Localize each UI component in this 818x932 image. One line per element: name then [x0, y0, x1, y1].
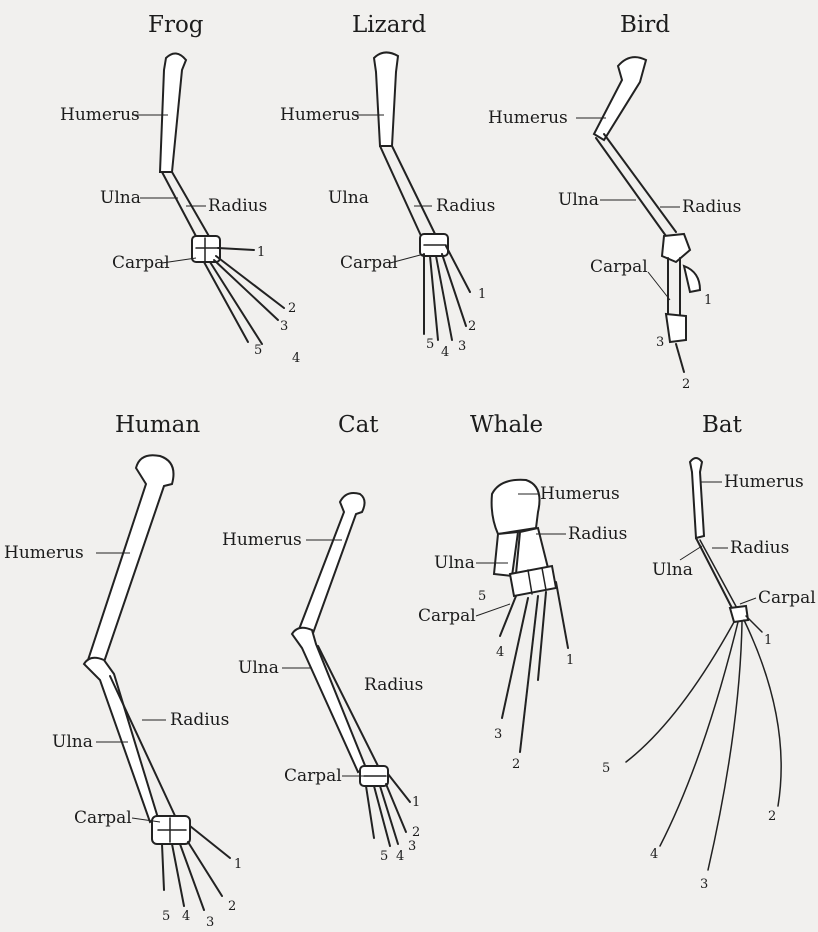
lizard-digits: [424, 246, 470, 340]
lizard-digit-4-label: 4: [441, 345, 449, 360]
bat-digits: [626, 616, 781, 870]
cat-digit-3-label: 3: [408, 839, 416, 854]
frog-humerus-bone: [160, 53, 186, 172]
frog-title: Frog: [148, 12, 204, 38]
bird-radioulna-bone: [596, 134, 676, 236]
cat-radius-label: Radius: [364, 675, 423, 695]
cat-digit-1-label: 1: [412, 795, 420, 810]
human-carpal-label: Carpal: [74, 808, 132, 828]
lizard-humerus-label: Humerus: [280, 105, 360, 125]
bird-ulna-label: Ulna: [558, 190, 599, 210]
cat-panel: Cat Humerus Ulna Radius Carpal 1 2 3 4: [222, 412, 423, 864]
lizard-title: Lizard: [352, 12, 426, 38]
bird-digit-3-label: 3: [656, 335, 664, 350]
cat-title: Cat: [338, 412, 379, 438]
human-radius-label: Radius: [170, 710, 229, 730]
cat-ulna-label: Ulna: [238, 658, 279, 678]
lizard-ulna-label: Ulna: [328, 188, 369, 208]
whale-humerus-label: Humerus: [540, 484, 620, 504]
bird-humerus-bone: [594, 57, 646, 140]
bat-digit-1-label: 1: [764, 633, 772, 648]
frog-digit-4-label: 4: [292, 351, 300, 366]
bat-digit-5-label: 5: [602, 761, 610, 776]
bird-digit-1-label: 1: [704, 293, 712, 308]
frog-digit-3-label: 3: [280, 319, 288, 334]
lizard-humerus-bone: [374, 52, 398, 146]
lizard-carpal-label: Carpal: [340, 253, 398, 273]
bird-carpometacarpus: [662, 234, 700, 316]
whale-carpal-label: Carpal: [418, 606, 476, 626]
frog-digit-1-label: 1: [257, 245, 265, 260]
human-digit-1-label: 1: [234, 857, 242, 872]
bird-carpal-label: Carpal: [590, 257, 648, 277]
lizard-digit-2-label: 2: [468, 319, 476, 334]
human-digit-5-label: 5: [162, 909, 170, 924]
whale-radius-label: Radius: [568, 524, 627, 544]
bird-title: Bird: [620, 12, 670, 38]
frog-digits: [204, 248, 284, 344]
cat-humerus-bone: [298, 493, 365, 636]
bird-digit-2-label: 2: [682, 377, 690, 392]
whale-humerus-bone: [492, 480, 540, 534]
human-carpals: [152, 816, 190, 844]
human-humerus-label: Humerus: [4, 543, 84, 563]
bat-humerus-bone: [690, 458, 704, 538]
bat-carpals: [730, 606, 748, 622]
frog-carpals: [192, 236, 220, 262]
lizard-digit-1-label: 1: [478, 287, 486, 302]
whale-digit-4-label: 4: [496, 645, 504, 660]
lizard-digit-5-label: 5: [426, 337, 434, 352]
bat-radius-label: Radius: [730, 538, 789, 558]
cat-humerus-label: Humerus: [222, 530, 302, 550]
bat-ulna-label: Ulna: [652, 560, 693, 580]
frog-radius-label: Radius: [208, 196, 267, 216]
bird-humerus-label: Humerus: [488, 108, 568, 128]
whale-digits: [500, 582, 568, 752]
bird-digits: [666, 314, 686, 372]
human-ulna-label: Ulna: [52, 732, 93, 752]
whale-digit-2-label: 2: [512, 757, 520, 772]
lizard-radioulna-bone: [380, 146, 436, 238]
human-humerus-bone: [88, 455, 174, 662]
human-digit-4-label: 4: [182, 909, 190, 924]
human-digit-2-label: 2: [228, 899, 236, 914]
cat-digit-2-label: 2: [412, 825, 420, 840]
cat-digit-5-label: 5: [380, 849, 388, 864]
human-title: Human: [115, 412, 200, 438]
bat-panel: Bat Humerus Radius Ulna Carpal 1 2 3 4 5: [602, 412, 816, 892]
whale-ulna-label: Ulna: [434, 553, 475, 573]
lizard-radius-label: Radius: [436, 196, 495, 216]
bat-title: Bat: [702, 412, 743, 438]
whale-title: Whale: [470, 412, 543, 438]
bat-digit-2-label: 2: [768, 809, 776, 824]
lizard-digit-3-label: 3: [458, 339, 466, 354]
frog-carpal-label: Carpal: [112, 253, 170, 273]
cat-carpals: [360, 766, 388, 786]
bat-digit-4-label: 4: [650, 847, 658, 862]
whale-digit-1-label: 1: [566, 653, 574, 668]
bat-humerus-label: Humerus: [724, 472, 804, 492]
lizard-panel: Lizard Humerus Ulna Radius Carpal 1 2 3 …: [280, 12, 495, 360]
cat-digit-4-label: 4: [396, 849, 404, 864]
bird-radius-label: Radius: [682, 197, 741, 217]
human-digit-3-label: 3: [206, 915, 214, 930]
whale-digit-3-label: 3: [494, 727, 502, 742]
cat-carpal-label: Carpal: [284, 766, 342, 786]
whale-panel: Whale Humerus Radius Ulna Carpal 1 2 3: [418, 412, 627, 772]
frog-ulna-label: Ulna: [100, 188, 141, 208]
frog-humerus-label: Humerus: [60, 105, 140, 125]
cat-radioulna-bone: [292, 628, 378, 772]
bat-carpal-label: Carpal: [758, 588, 816, 608]
bat-digit-3-label: 3: [700, 877, 708, 892]
human-radioulna-bone: [84, 658, 176, 822]
human-panel: Human Humerus Radius Ulna Carpal 1 2 3: [4, 412, 242, 930]
frog-panel: Frog Humerus Ulna Radius Carpal 1 2 3: [60, 12, 300, 366]
frog-digit-2-label: 2: [288, 301, 296, 316]
bird-panel: Bird Humerus Ulna Radius Carpal 1 2 3: [488, 12, 741, 392]
lizard-carpals: [420, 234, 448, 256]
frog-digit-5-label: 5: [254, 343, 262, 358]
whale-digit-5-label: 5: [478, 589, 486, 604]
